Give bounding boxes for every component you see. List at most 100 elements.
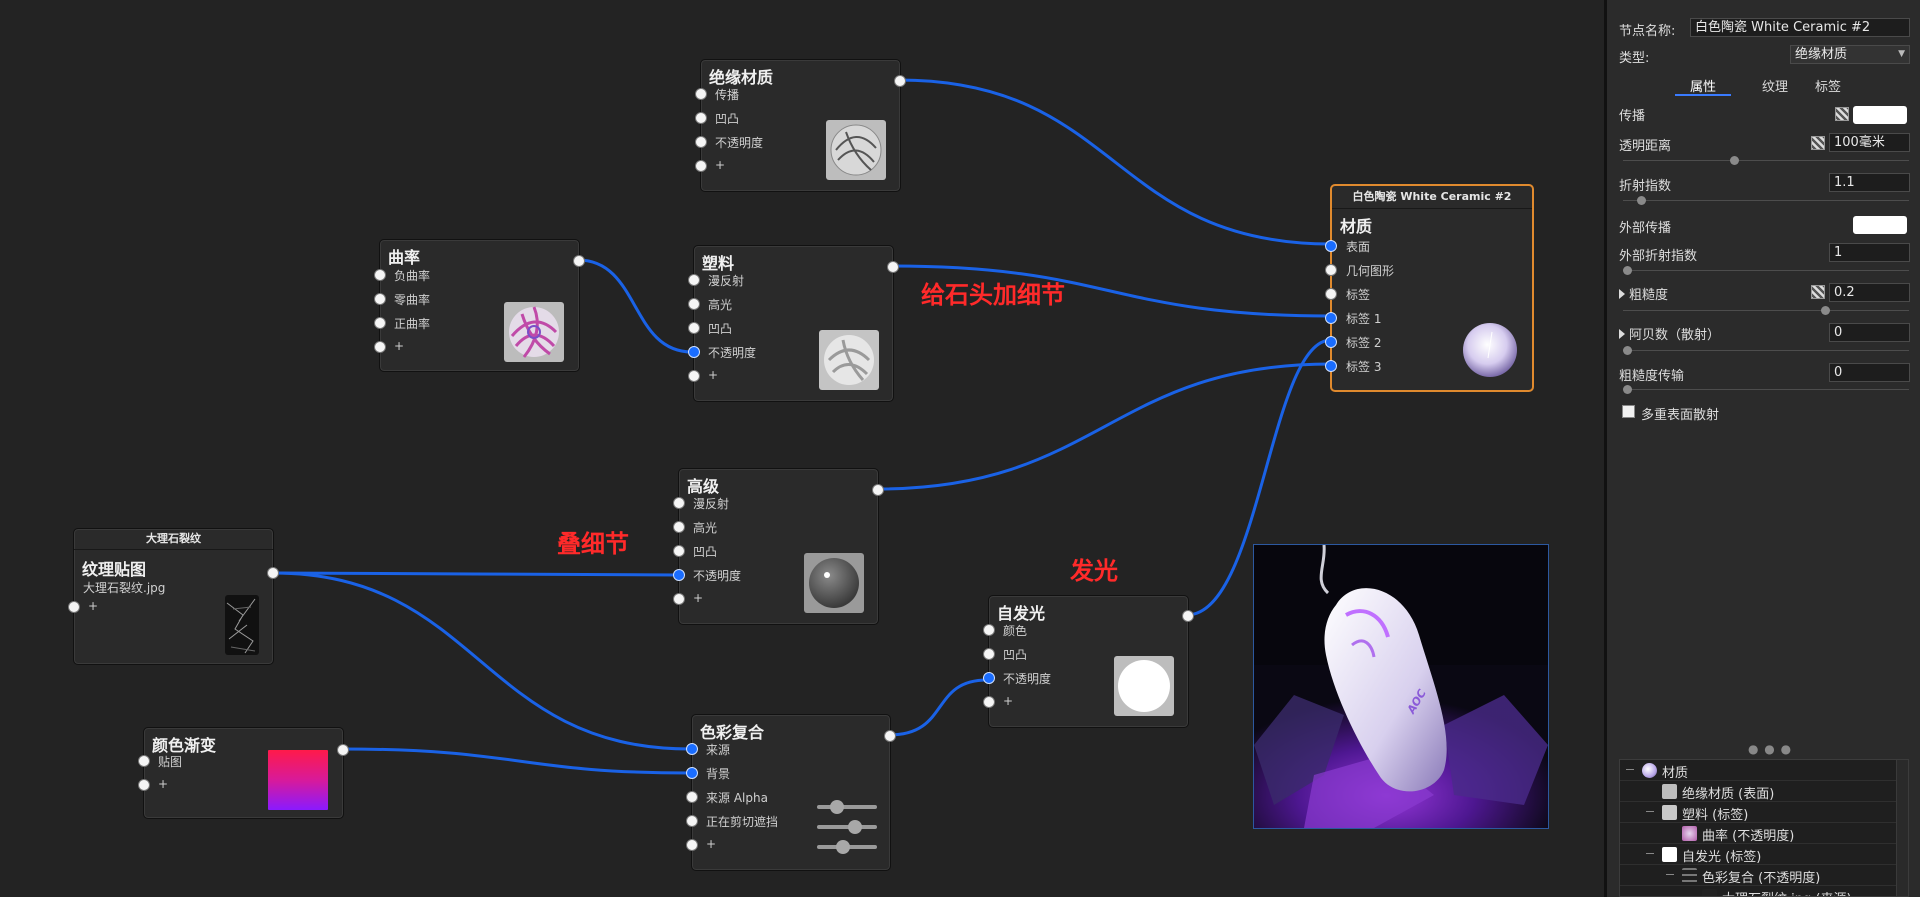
- port-output[interactable]: [573, 255, 585, 267]
- port-zero-curvature[interactable]: [374, 293, 386, 305]
- port-source[interactable]: [686, 743, 698, 755]
- node-advanced[interactable]: 高级 漫反射 高光 凹凸 不透明度 +: [673, 468, 884, 625]
- tree-scrollbar[interactable]: [1896, 760, 1908, 896]
- port-diffuse[interactable]: [688, 274, 700, 286]
- port-specular[interactable]: [688, 298, 700, 310]
- multi-scatter-checkbox[interactable]: [1622, 405, 1635, 418]
- panel-splitter[interactable]: [1604, 0, 1607, 897]
- port-diffuse[interactable]: [673, 497, 685, 509]
- node-color-composite[interactable]: 色彩复合 来源 背景 来源 Alpha 正在剪切遮挡 +: [686, 714, 896, 871]
- port-negative-curvature[interactable]: [374, 269, 386, 281]
- roughness-slider[interactable]: [1623, 306, 1909, 315]
- transmission-color-swatch[interactable]: [1853, 106, 1907, 124]
- texture-toggle-icon[interactable]: [1811, 136, 1825, 150]
- tab-properties[interactable]: 属性: [1690, 80, 1717, 95]
- node-editor-canvas[interactable]: 绝缘材质 传播 凹凸 不透明度 + 曲率 负曲率 零曲率 正曲率 + 塑料 漫反…: [0, 0, 1604, 897]
- node-emissive[interactable]: 自发光 颜色 凹凸 不透明度 +: [983, 595, 1194, 728]
- port-label-2[interactable]: [1325, 336, 1337, 348]
- port-positive-curvature[interactable]: [374, 317, 386, 329]
- transparency-distance-input[interactable]: 100毫米: [1829, 133, 1910, 152]
- port-add[interactable]: [688, 370, 700, 382]
- node-material-output[interactable]: 白色陶瓷 White Ceramic #2 材质 表面 几何图形 标签 标签 1…: [1325, 184, 1534, 392]
- port-bump[interactable]: [688, 322, 700, 334]
- port-opacity[interactable]: [695, 136, 707, 148]
- port-output[interactable]: [872, 484, 884, 496]
- roughness-input[interactable]: 0.2: [1829, 283, 1910, 302]
- port-bump[interactable]: [695, 112, 707, 124]
- port-clipping[interactable]: [686, 815, 698, 827]
- port-opacity[interactable]: [673, 569, 685, 581]
- port-output[interactable]: [884, 730, 896, 742]
- tree-item-plastic[interactable]: 塑料 (标签): [1620, 802, 1896, 823]
- port-specular[interactable]: [673, 521, 685, 533]
- port-add[interactable]: [138, 779, 150, 791]
- ior-slider[interactable]: [1623, 196, 1909, 205]
- more-dots-icon[interactable]: ● ● ●: [1748, 742, 1793, 756]
- node-texture-map[interactable]: 大理石裂纹 纹理贴图 大理石裂纹.jpg +: [68, 528, 279, 665]
- tree-collapse-icon[interactable]: [1626, 769, 1634, 770]
- port-label-slot[interactable]: [1325, 288, 1337, 300]
- slider-knob[interactable]: [1623, 385, 1632, 394]
- type-select[interactable]: 绝缘材质 ▼: [1790, 45, 1910, 64]
- tree-item-emissive[interactable]: 自发光 (标签): [1620, 844, 1896, 865]
- slider-knob[interactable]: [1730, 156, 1739, 165]
- port-color[interactable]: [983, 624, 995, 636]
- port-opacity[interactable]: [688, 346, 700, 358]
- port-output[interactable]: [337, 744, 349, 756]
- tree-collapse-icon[interactable]: [1666, 874, 1674, 875]
- slider-knob[interactable]: [1623, 266, 1632, 275]
- node-insulator[interactable]: 绝缘材质 传播 凹凸 不透明度 +: [695, 59, 906, 192]
- transparency-distance-slider[interactable]: [1623, 156, 1909, 165]
- port-transmission[interactable]: [695, 88, 707, 100]
- node-color-gradient[interactable]: 颜色渐变 贴图 +: [138, 727, 349, 819]
- tree-item-curvature[interactable]: 曲率 (不透明度): [1620, 823, 1896, 844]
- outer-ior-slider[interactable]: [1623, 266, 1909, 275]
- port-bump[interactable]: [983, 648, 995, 660]
- port-geometry[interactable]: [1325, 264, 1337, 276]
- port-output[interactable]: [894, 75, 906, 87]
- outer-transmission-color-swatch[interactable]: [1853, 216, 1907, 234]
- port-output[interactable]: [887, 261, 899, 273]
- tab-texture[interactable]: 纹理: [1762, 80, 1789, 95]
- texture-toggle-icon[interactable]: [1835, 107, 1849, 121]
- tree-collapse-icon[interactable]: [1646, 853, 1654, 854]
- tree-collapse-icon[interactable]: [1646, 811, 1654, 812]
- multi-scatter-label: 多重表面散射: [1641, 408, 1720, 423]
- port-opacity[interactable]: [983, 672, 995, 684]
- abbe-input[interactable]: 0: [1829, 323, 1910, 342]
- port-background[interactable]: [686, 767, 698, 779]
- tree-item-material[interactable]: 材质: [1620, 760, 1896, 781]
- slider-knob[interactable]: [1623, 346, 1632, 355]
- slider-knob[interactable]: [1637, 196, 1646, 205]
- tree-item-composite[interactable]: 色彩复合 (不透明度): [1620, 865, 1896, 886]
- node-name-input[interactable]: 白色陶瓷 White Ceramic #2: [1690, 18, 1910, 37]
- port-add[interactable]: [983, 696, 995, 708]
- outer-ior-input[interactable]: 1: [1829, 243, 1910, 262]
- roughness-transfer-slider[interactable]: [1623, 385, 1909, 394]
- port-source-alpha[interactable]: [686, 791, 698, 803]
- slider-knob[interactable]: [1821, 306, 1830, 315]
- node-plastic[interactable]: 塑料 漫反射 高光 凹凸 不透明度 +: [688, 245, 899, 402]
- port-add[interactable]: [374, 341, 386, 353]
- roughness-label[interactable]: 粗糙度: [1619, 284, 1668, 303]
- port-add[interactable]: [68, 601, 80, 613]
- tab-labels[interactable]: 标签: [1815, 80, 1842, 95]
- ior-input[interactable]: 1.1: [1829, 173, 1910, 192]
- port-add[interactable]: [686, 839, 698, 851]
- port-output[interactable]: [1182, 610, 1194, 622]
- tree-item-marble[interactable]: 大理石裂纹.jpg (来源): [1620, 886, 1896, 896]
- roughness-transfer-input[interactable]: 0: [1829, 363, 1910, 382]
- port-add[interactable]: [673, 593, 685, 605]
- port-output[interactable]: [267, 567, 279, 579]
- abbe-label[interactable]: 阿贝数（散射）: [1619, 324, 1720, 343]
- port-map[interactable]: [138, 755, 150, 767]
- abbe-slider[interactable]: [1623, 346, 1909, 355]
- tree-item-insulator[interactable]: 绝缘材质 (表面): [1620, 781, 1896, 802]
- port-bump[interactable]: [673, 545, 685, 557]
- node-curvature[interactable]: 曲率 负曲率 零曲率 正曲率 +: [374, 239, 585, 372]
- port-add[interactable]: [695, 160, 707, 172]
- texture-toggle-icon[interactable]: [1811, 285, 1825, 299]
- port-label-3[interactable]: [1325, 360, 1337, 372]
- port-surface[interactable]: [1325, 240, 1337, 252]
- port-label-1[interactable]: [1325, 312, 1337, 324]
